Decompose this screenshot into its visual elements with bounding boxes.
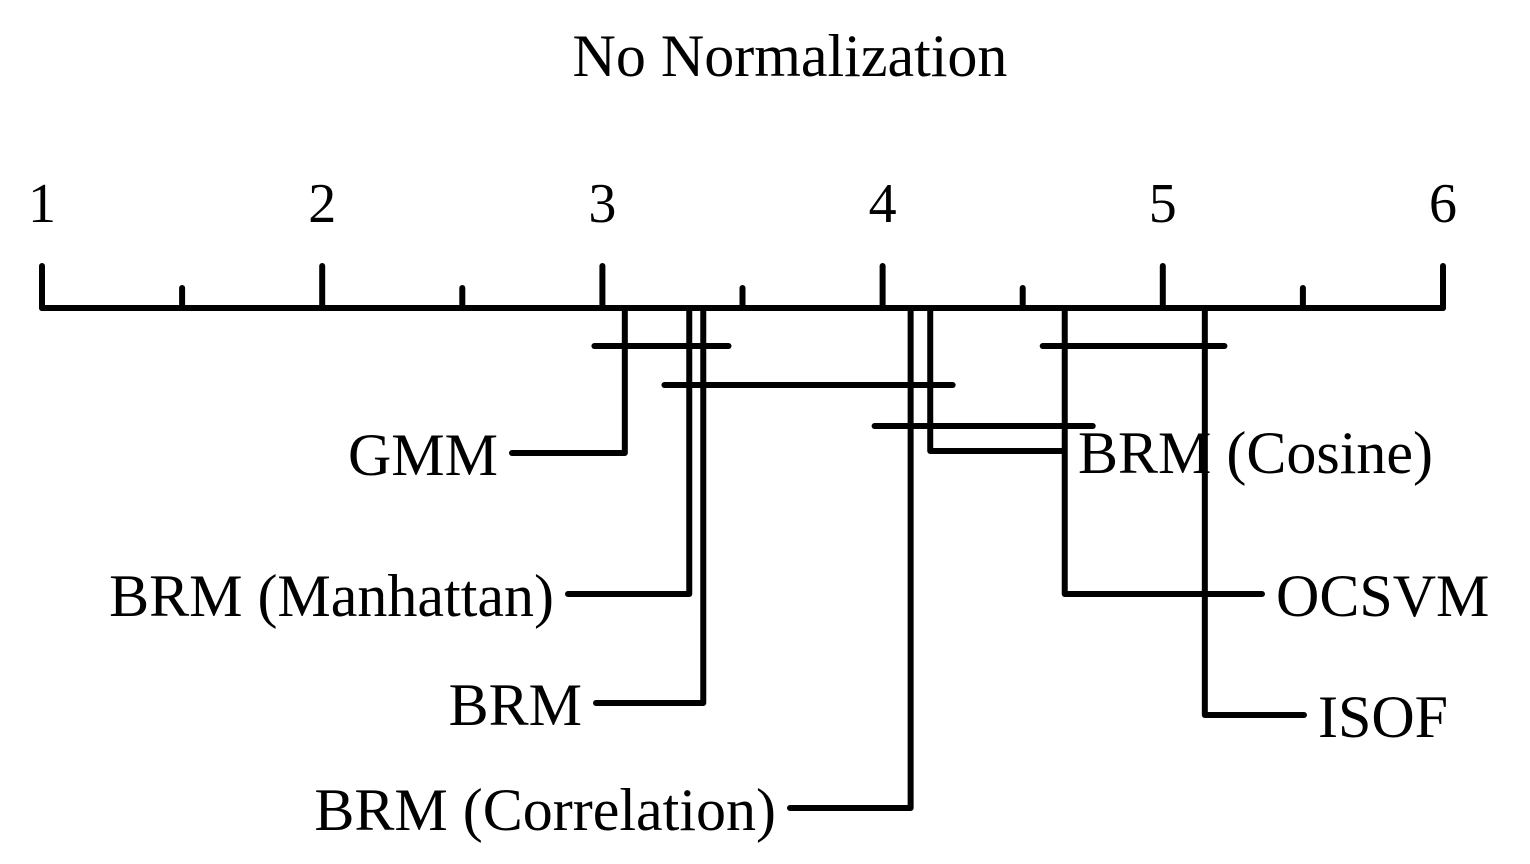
rank-axis: 1 2 3 4 5 6 — [28, 173, 1457, 311]
method-connector — [509, 305, 628, 456]
tick-label: 1 — [28, 173, 56, 235]
tick-label: 6 — [1429, 173, 1457, 235]
method-label: ISOF — [1318, 684, 1448, 750]
tick-label: 2 — [308, 173, 336, 235]
tick-label: 3 — [588, 173, 616, 235]
method-connector — [593, 305, 707, 706]
method-label: BRM (Manhattan) — [109, 563, 554, 629]
method-connector — [565, 305, 693, 597]
method-label: OCSVM — [1276, 563, 1489, 629]
method-label: BRM (Correlation) — [314, 777, 776, 843]
method-list: GMM BRM (Manhattan) BRM BRM (Correlation) BR… — [109, 305, 1489, 843]
method-connector — [787, 305, 914, 811]
method-connector — [927, 305, 1067, 454]
method-connector — [1201, 305, 1307, 718]
method-label: GMM — [348, 422, 498, 488]
method-label: BRM — [449, 672, 582, 738]
tick-label: 5 — [1149, 173, 1177, 235]
method-connector — [1061, 305, 1265, 597]
tick-label: 4 — [869, 173, 897, 235]
chart-title: No Normalization — [573, 23, 1008, 89]
method-label: BRM (Cosine) — [1078, 420, 1433, 486]
